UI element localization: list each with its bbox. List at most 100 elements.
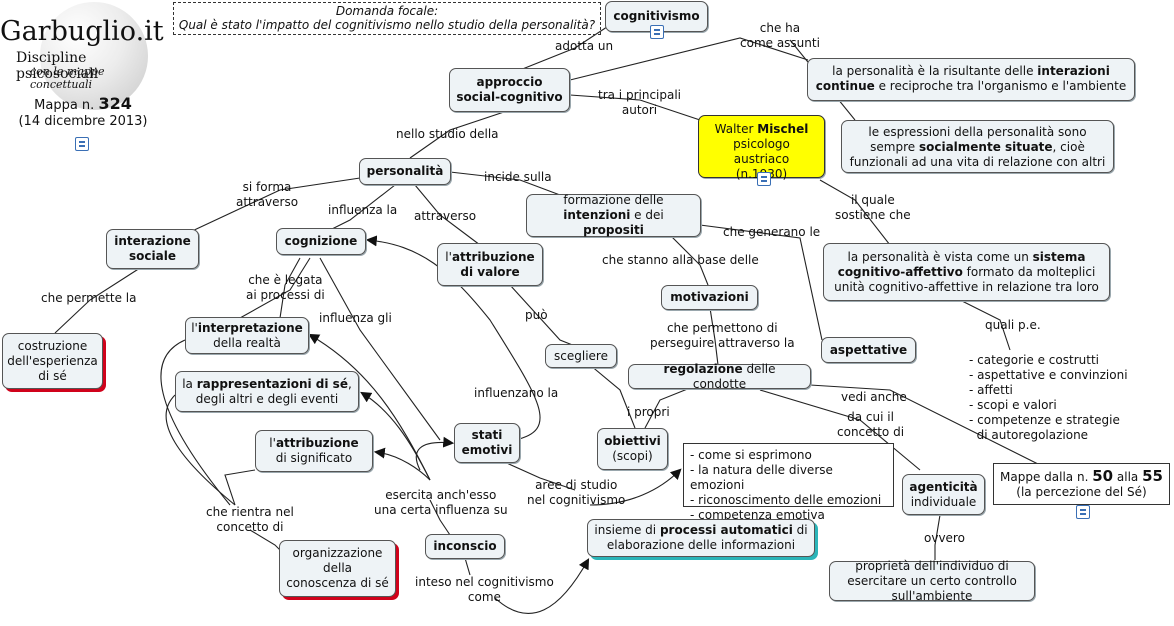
intsociale-line1: interazione: [114, 234, 191, 248]
mischel-note-icon[interactable]: [757, 172, 771, 186]
label-influenzano-la: influenzano la: [474, 386, 559, 400]
label-che-generano: che generano le: [723, 225, 821, 239]
node-personalita[interactable]: personalità: [359, 158, 451, 185]
mappe-line2: (la percezione del Sé): [1016, 484, 1147, 499]
interp-line1: l'interpretazione: [191, 321, 303, 336]
node-approccio-line2: social-cognitivo: [456, 90, 563, 104]
map-number: Mappa n. 324 (14 dicembre 2013): [0, 96, 166, 130]
label-inteso: inteso nel cognitivismo come: [415, 575, 554, 604]
label-il-quale: il quale sostiene che: [835, 193, 911, 222]
node-cognizione[interactable]: cognizione: [276, 228, 366, 255]
node-mischel[interactable]: Walter Mischel psicologo austriaco (n.19…: [698, 115, 825, 181]
stati-line2: emotivi: [461, 443, 513, 457]
node-formazione[interactable]: formazione delle intenzioni e dei propos…: [526, 193, 701, 238]
label-i-propri: i propri: [627, 405, 670, 419]
aspects-item: - affetti: [969, 383, 1013, 397]
mischel-pre: Walter: [714, 122, 758, 136]
rappr-bold: rappresentazioni di sé: [196, 377, 348, 391]
node-interazione-sociale[interactable]: interazione sociale: [106, 229, 199, 269]
scegliere-label: scegliere: [554, 348, 608, 363]
node-scegliere[interactable]: scegliere: [545, 344, 617, 368]
espressioni-pre: le espressioni della personalità sono se…: [868, 125, 1087, 154]
node-mappe-link[interactable]: Mappe dalla n. 50 alla 55 (la percezione…: [993, 463, 1170, 505]
node-proprieta[interactable]: proprietà dell'individuo di esercitare u…: [829, 558, 1035, 603]
node-obiettivi[interactable]: obiettivi (scopi): [597, 428, 668, 470]
regolazione-post: delle condotte: [692, 361, 776, 391]
node-motivazioni[interactable]: motivazioni: [661, 285, 758, 310]
link-inconscio-inteso: [464, 557, 471, 576]
node-inconscio[interactable]: inconscio: [425, 534, 505, 559]
formazione-mid: e dei: [630, 208, 664, 222]
label-che-legata: che è legata ai processi di: [246, 273, 325, 302]
mappe-n2: 55: [1142, 466, 1163, 485]
node-costruzione[interactable]: costruzione dell'esperienza di sé: [2, 333, 103, 389]
emozioni-item: - come si esprimono: [690, 448, 812, 462]
map-number-value: 324: [98, 94, 132, 113]
node-approccio[interactable]: approccio social-cognitivo: [449, 68, 570, 112]
node-cognizione-label: cognizione: [284, 234, 358, 248]
valore-line2: di valore: [460, 264, 520, 279]
processi-pre: insieme di: [594, 523, 660, 537]
node-attribuzione-valore[interactable]: l'attribuzione di valore: [437, 243, 543, 286]
label-adotta-un: adotta un: [555, 39, 614, 53]
label-attraverso: attraverso: [414, 209, 477, 223]
focal-question: Domanda focale: Qual è stato l'impatto d…: [173, 2, 601, 35]
node-processi-automatici[interactable]: insieme di processi automatici di elabor…: [587, 519, 815, 557]
aspects-list: - categorie e costrutti - aspettative e …: [969, 353, 1128, 443]
label-quali-pe: quali p.e.: [985, 318, 1041, 332]
link-attrsig-rientra: [224, 469, 256, 506]
interazioni-post: e reciproche tra l'organismo e l'ambient…: [874, 79, 1127, 93]
espressioni-bold: socialmente situate: [918, 140, 1053, 154]
mappe-mid: alla: [1113, 469, 1143, 484]
attrsig-bold: attribuzione: [275, 436, 359, 450]
label-esercita: esercita anch'esso una certa influenza s…: [374, 488, 508, 517]
attrsig-pre: l': [269, 436, 276, 450]
formazione-line2: intenzioni e dei propositi: [533, 208, 694, 238]
logo-subtitle: Discipline psicosociali: [16, 50, 99, 82]
costruzione-label: costruzione dell'esperienza di sé: [7, 338, 98, 383]
formazione-line1: formazione delle: [563, 193, 664, 207]
label-che-permette: che permette la: [41, 291, 137, 305]
cognitivismo-link-icon[interactable]: [650, 25, 664, 39]
attrsig-line1: l'attribuzione: [269, 436, 358, 451]
rappr-post: , degli altri e degli eventi: [195, 377, 352, 406]
valore-bold: attribuzione: [451, 249, 535, 264]
node-aspettative[interactable]: aspettative: [821, 337, 916, 363]
label-aree: aree di studio nel cognitivismo: [527, 478, 626, 507]
obiettivi-line2: (scopi): [612, 449, 653, 463]
node-inconscio-label: inconscio: [433, 539, 497, 553]
map-prefix: Mappa n.: [34, 98, 95, 113]
node-interazioni-continue[interactable]: la personalità è la risultante delle int…: [807, 58, 1135, 101]
valore-pre: l': [445, 249, 452, 264]
node-agenticita[interactable]: agenticità individuale: [902, 474, 985, 515]
emozioni-item: - la natura delle diverse emozioni: [690, 463, 833, 492]
emozioni-list: - come si esprimono - la natura delle di…: [690, 448, 887, 523]
label-da-cui: da cui il concetto di: [837, 410, 905, 439]
node-rappresentazioni[interactable]: la rappresentazioni di sé, degli altri e…: [175, 371, 359, 412]
node-attribuzione-significato[interactable]: l'attribuzione di significato: [255, 430, 373, 472]
interp-line2: della realtà: [213, 335, 281, 350]
interp-pre: l': [191, 320, 198, 335]
interazioni-bold: interazioni continue: [815, 64, 1110, 93]
node-aspettative-label: aspettative: [829, 342, 908, 357]
node-emozioni-list[interactable]: - come si esprimono - la natura delle di…: [683, 443, 894, 522]
focal-text: Qual è stato l'impatto del cognitivismo …: [178, 18, 596, 32]
node-organizzazione[interactable]: organizzazione della conoscenza di sé: [279, 540, 396, 597]
link-cognizione-stati: [319, 257, 441, 441]
mappe-link-icon[interactable]: [1076, 505, 1090, 519]
node-interpretazione[interactable]: l'interpretazione della realtà: [185, 317, 309, 354]
proprieta-label: proprietà dell'individuo di esercitare u…: [847, 558, 1017, 603]
agenticita-line2: individuale: [910, 494, 977, 509]
sistema-bold: sistema cognitivo-affettivo: [837, 250, 1086, 279]
logo-tagline: con le mappe concettuali: [30, 65, 105, 91]
logo-sphere: [40, 2, 148, 110]
node-sistema-cognitivo-affettivo[interactable]: la personalità è vista come un sistema c…: [823, 243, 1110, 301]
node-regolazione[interactable]: regolazione delle condotte: [628, 361, 811, 391]
node-socialmente-situate[interactable]: le espressioni della personalità sono se…: [841, 120, 1114, 173]
aspects-item: - competenze e strategie: [969, 413, 1120, 427]
label-si-forma: si forma attraverso: [236, 180, 299, 209]
map-link-icon[interactable]: [75, 137, 89, 151]
node-stati-emotivi[interactable]: stati emotivi: [454, 423, 520, 463]
node-approccio-line1: approccio: [476, 75, 543, 89]
sistema-pre: la personalità è vista come un: [847, 250, 1033, 264]
